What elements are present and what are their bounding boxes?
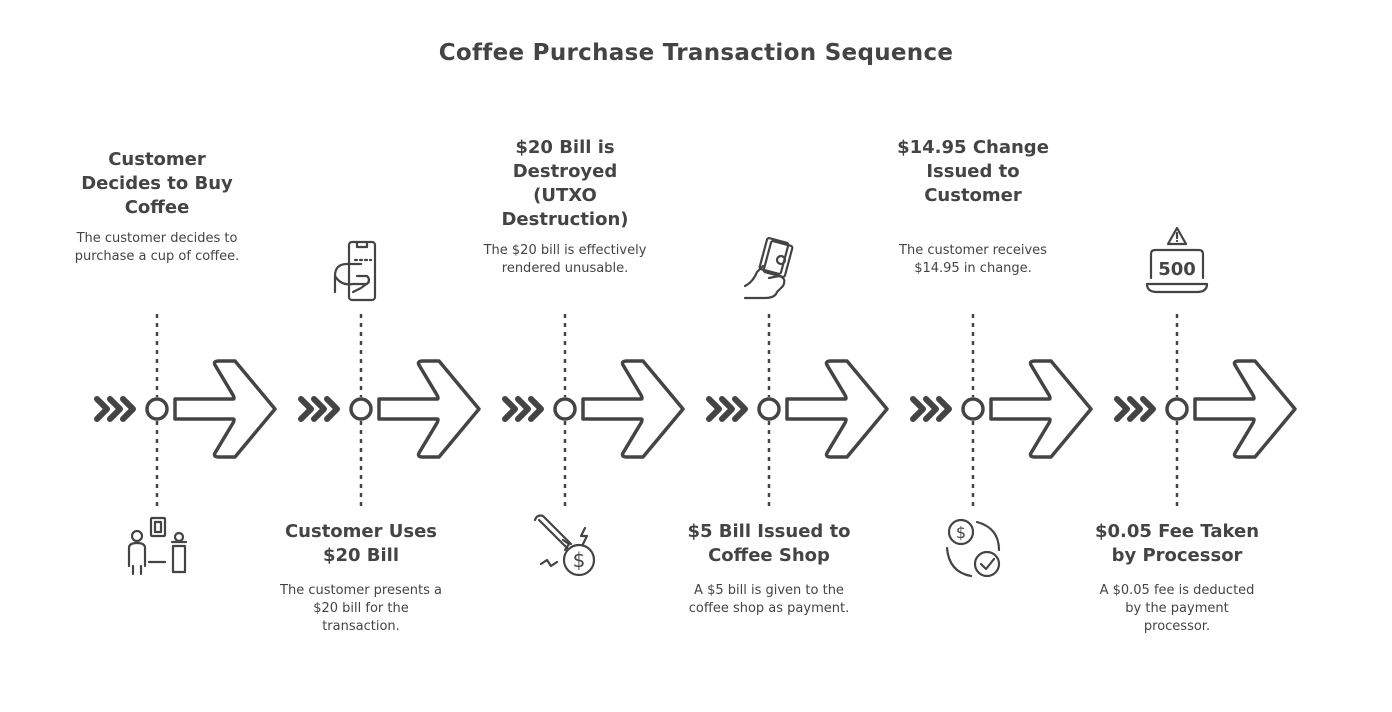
flow-arrow-icon xyxy=(581,359,685,459)
step-heading: Customer Uses $20 Bill xyxy=(284,521,438,566)
triple-chevron-icon xyxy=(94,396,136,422)
timeline-node xyxy=(553,397,577,421)
dollar-exchange-check-icon: $ xyxy=(945,518,1001,578)
step-heading: $5 Bill Issued to Coffee Shop xyxy=(687,521,851,566)
triple-chevron-icon xyxy=(706,396,748,422)
svg-text:$: $ xyxy=(956,523,966,542)
triple-chevron-icon xyxy=(502,396,544,422)
triple-chevron-icon xyxy=(910,396,952,422)
flow-arrow-icon xyxy=(173,359,277,459)
dollar-destruction-icon: $ xyxy=(533,514,596,577)
flow-arrow-icon xyxy=(989,359,1093,459)
timeline-node xyxy=(757,397,781,421)
svg-text:$: $ xyxy=(573,548,586,572)
step-heading: $0.05 Fee Taken by Processor xyxy=(1094,521,1260,566)
step-description: The $20 bill is effectively rendered unu… xyxy=(483,243,647,276)
timeline-node xyxy=(349,397,373,421)
error-500-laptop-icon: 500 xyxy=(1145,226,1209,294)
cash-hand-icon xyxy=(743,237,794,300)
icon-label-500: 500 xyxy=(1158,259,1196,280)
step-description: The customer receives $14.95 in change. xyxy=(899,243,1047,276)
step-heading: $20 Bill is Destroyed (UTXO Destruction) xyxy=(501,137,629,230)
timeline-node xyxy=(961,397,985,421)
payment-hand-icon xyxy=(333,240,377,302)
triple-chevron-icon xyxy=(1114,396,1156,422)
step-description: A $5 bill is given to the coffee shop as… xyxy=(688,583,850,616)
triple-chevron-icon xyxy=(298,396,340,422)
step-heading: $14.95 Change Issued to Customer xyxy=(897,137,1049,206)
flow-arrow-icon xyxy=(1193,359,1297,459)
timeline-node xyxy=(145,397,169,421)
customer-barista-icon xyxy=(127,516,188,576)
timeline-node xyxy=(1165,397,1189,421)
flow-arrow-icon xyxy=(377,359,481,459)
step-description: A $0.05 fee is deducted by the payment p… xyxy=(1099,583,1255,634)
flow-arrow-icon xyxy=(785,359,889,459)
page-title: Coffee Purchase Transaction Sequence xyxy=(438,40,954,66)
step-description: The customer decides to purchase a cup o… xyxy=(74,231,240,264)
step-description: The customer presents a $20 bill for the… xyxy=(280,583,442,634)
step-heading: Customer Decides to Buy Coffee xyxy=(81,149,233,218)
